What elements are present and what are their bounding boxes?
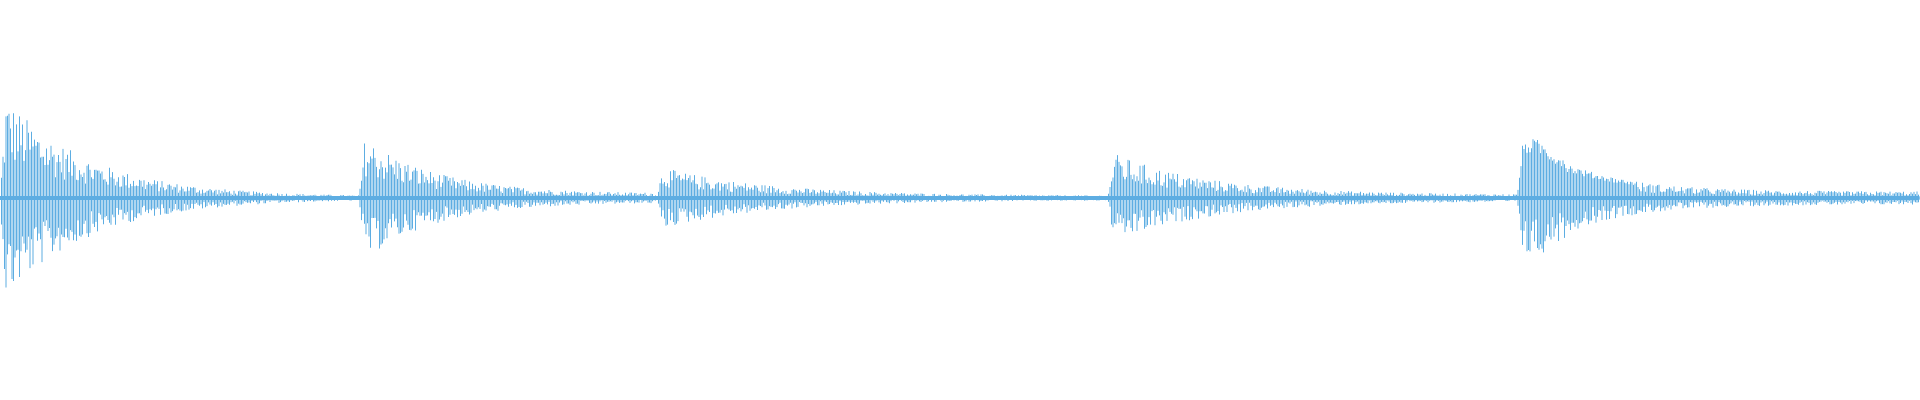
audio-waveform (0, 113, 1920, 288)
